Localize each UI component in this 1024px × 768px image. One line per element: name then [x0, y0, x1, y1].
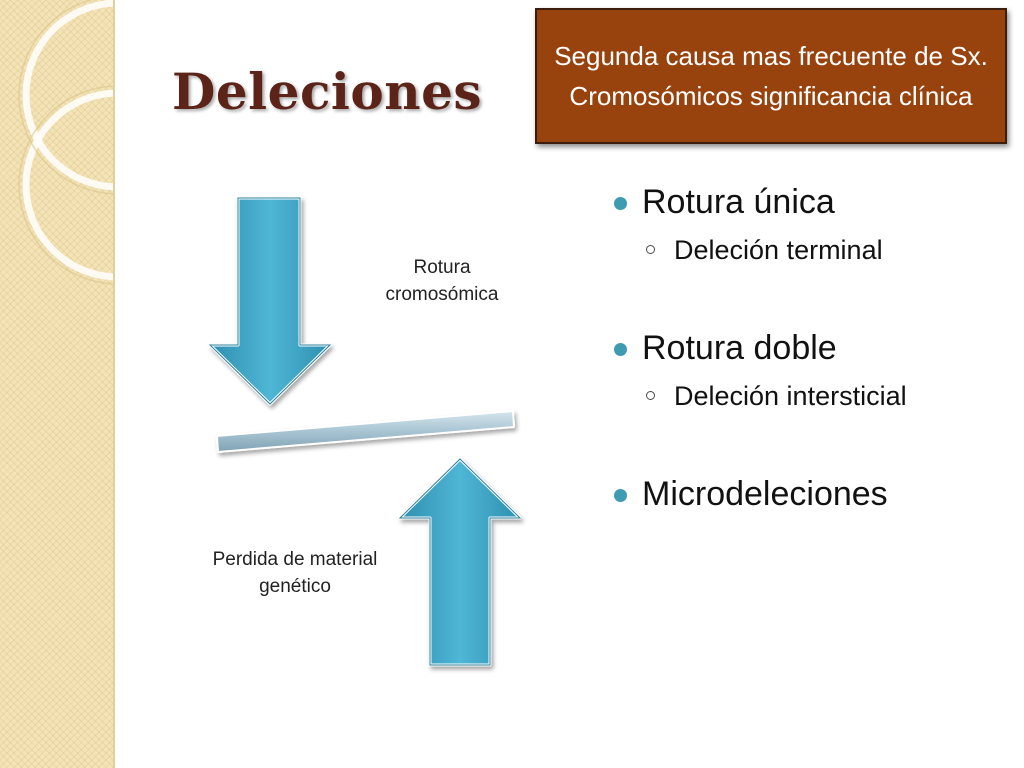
callout-text: Segunda causa mas frecuente de Sx. Cromo…	[554, 41, 988, 111]
sub-bullet-item: Deleción terminal	[612, 230, 907, 270]
list-spacer	[612, 416, 907, 470]
label-chromosome-break: Rotura cromosómica	[385, 257, 499, 305]
sub-bullet-text: Deleción terminal	[674, 235, 883, 265]
callout-box: Segunda causa mas frecuente de Sx. Cromo…	[535, 8, 1007, 144]
slide-title: Deleciones	[172, 62, 483, 121]
down-arrow-icon	[208, 196, 332, 406]
sub-bullet-text: Deleción intersticial	[674, 381, 907, 411]
bullet-item: Rotura doble	[612, 324, 907, 372]
list-spacer	[612, 270, 907, 324]
chromosome-bar	[216, 410, 515, 453]
bullet-dot-icon	[614, 343, 627, 356]
bullet-text: Rotura doble	[642, 329, 837, 367]
sub-bullet-item: Deleción intersticial	[612, 376, 907, 416]
sub-bullet-ring-icon	[646, 391, 655, 400]
decorative-side-band	[0, 0, 115, 768]
bullet-dot-icon	[614, 489, 627, 502]
decorative-circles	[18, 0, 113, 285]
up-arrow-icon	[398, 457, 522, 667]
bullet-dot-icon	[614, 197, 627, 210]
sub-bullet-ring-icon	[646, 245, 655, 254]
bullet-text: Microdeleciones	[642, 475, 888, 513]
bullet-item: Microdeleciones	[612, 470, 907, 518]
label-genetic-material-loss: Perdida de material genético	[212, 549, 378, 597]
bullet-text: Rotura única	[642, 183, 835, 221]
bullet-item: Rotura única	[612, 178, 907, 226]
bullet-list: Rotura única Deleción terminal Rotura do…	[612, 178, 907, 518]
